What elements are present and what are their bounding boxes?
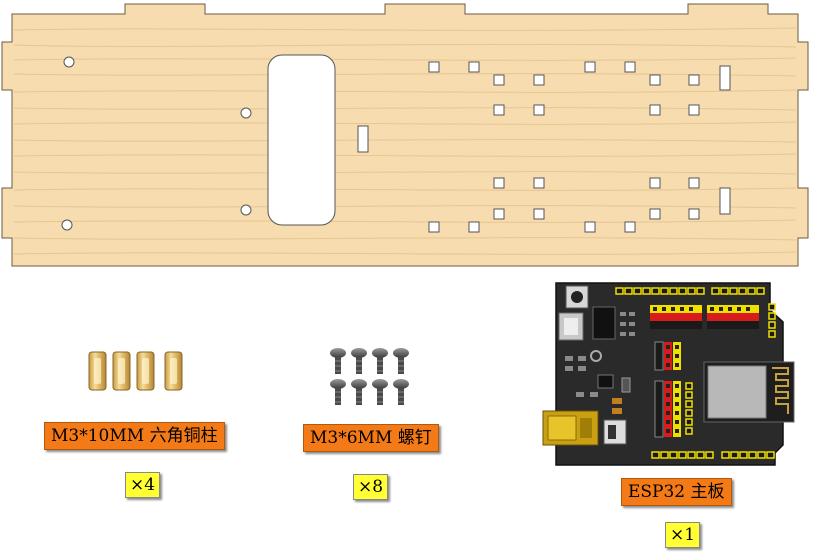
sensor-headers-lower [654, 380, 693, 438]
wood-grain [13, 27, 797, 255]
screw [330, 348, 346, 374]
screw-name-label: M3*6MM 螺钉 [303, 424, 439, 452]
screw [351, 348, 367, 374]
standoff-qty-label: ×4 [125, 472, 161, 498]
panel-round-holes [61, 56, 252, 231]
standoff [164, 351, 183, 391]
top-header-pins [615, 287, 765, 295]
panel-narrow-slot-right-top [719, 65, 731, 91]
bottom-header-pins [651, 451, 775, 459]
capacitor [621, 377, 631, 393]
standoff [88, 351, 107, 391]
m3-screws [330, 348, 409, 405]
crystal [590, 350, 602, 362]
board-qty-label: ×1 [665, 522, 701, 548]
right-header-pins [768, 303, 776, 338]
board-name-label: ESP32 主板 [621, 478, 732, 506]
panel-outline [1, 3, 809, 267]
wood-panel [1, 3, 809, 267]
standoff-name-label: M3*10MM 六角铜柱 [44, 422, 225, 450]
screw [372, 348, 388, 374]
regulator [597, 374, 614, 389]
esp32-board [542, 282, 795, 466]
dc-power-jack [542, 410, 599, 446]
smd-components [565, 312, 635, 414]
standoff [136, 351, 155, 391]
screw-qty-label: ×8 [353, 474, 389, 500]
screw [393, 379, 409, 405]
esp32-module [703, 361, 795, 423]
panel-square-holes [428, 61, 700, 233]
panel-narrow-slot [357, 125, 369, 153]
usb-chip [592, 306, 616, 340]
brass-standoffs [88, 351, 183, 391]
screw [351, 379, 367, 405]
standoff [112, 351, 131, 391]
screw [393, 348, 409, 374]
screw [330, 379, 346, 405]
panel-narrow-slot-right-bottom [719, 187, 731, 215]
sensor-headers-middle [654, 341, 681, 371]
sensor-headers-top [650, 305, 759, 329]
panel-large-slot [267, 54, 336, 226]
screw [372, 379, 388, 405]
